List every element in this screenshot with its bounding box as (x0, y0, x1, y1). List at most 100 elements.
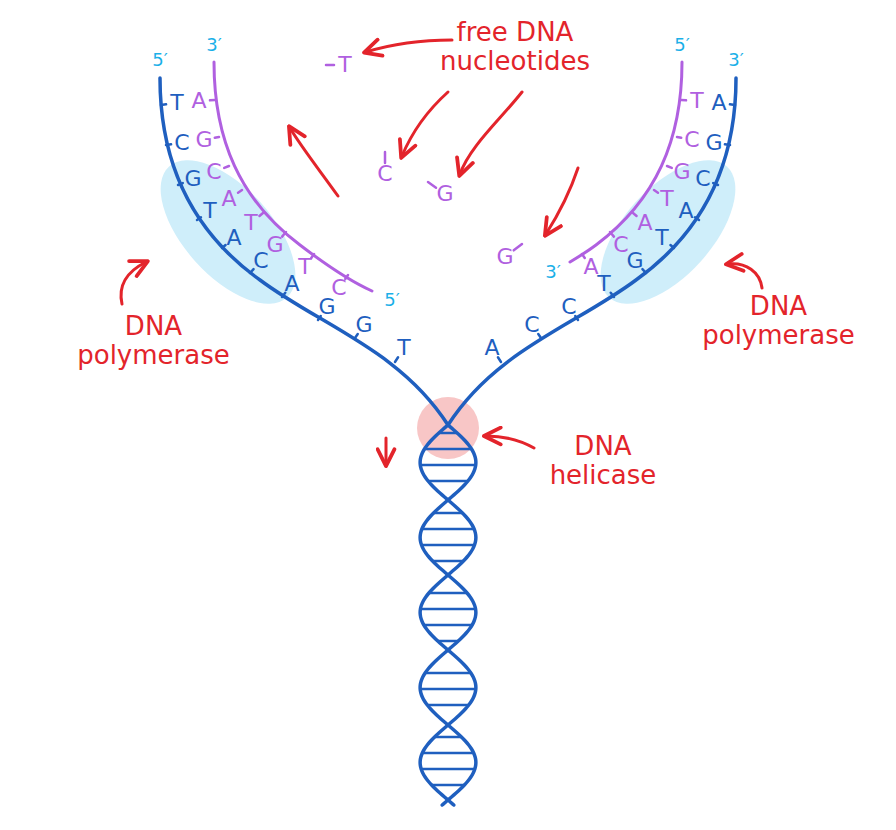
helix-rung (432, 784, 465, 787)
dna-helicase-blob (417, 397, 479, 459)
base-letter: C (524, 314, 539, 336)
base-letter: A (711, 92, 726, 114)
template-strand (448, 78, 736, 425)
base-letter: C (561, 296, 576, 318)
base-letter: G (355, 314, 372, 336)
helix-rung (420, 688, 476, 691)
base-letter: G (496, 246, 513, 268)
backbone-tick (210, 99, 215, 102)
base-letter: T (298, 256, 311, 278)
helix-strand (420, 425, 476, 805)
base-letter: C (684, 129, 699, 151)
backbone-tick (667, 166, 672, 168)
strand-end-label: 5′ (384, 291, 400, 309)
helix-rung (425, 672, 471, 675)
base-letter: C (174, 132, 189, 154)
backbone-tick (654, 190, 658, 193)
new-strand (570, 62, 682, 262)
backbone-tick (725, 143, 730, 146)
backbone-tick (633, 213, 637, 216)
backbone-tick (611, 293, 614, 297)
strand-end-label: 3′ (206, 36, 222, 54)
new-strand (214, 62, 372, 291)
backbone-tick (514, 244, 522, 250)
base-letter: A (637, 212, 652, 234)
base-letter: G (705, 132, 722, 154)
backbone-tick (677, 136, 681, 139)
helix-rung (429, 592, 467, 595)
base-letter: G (318, 296, 335, 318)
base-letter: T (244, 212, 257, 234)
helix-rung (433, 512, 462, 515)
base-letter: T (338, 54, 351, 76)
callout-arrow (402, 92, 448, 156)
backbone-tick (670, 245, 674, 248)
strand-end-label: 5′ (152, 51, 168, 69)
direction-arrow (290, 128, 338, 196)
base-letter: C (253, 250, 268, 272)
backbone-tick (326, 64, 334, 67)
base-letter: A (678, 200, 693, 222)
helix-strand (420, 425, 476, 805)
helix-rung (420, 608, 475, 611)
base-letter: T (655, 227, 668, 249)
helix-rung (433, 560, 464, 563)
base-letter: A (583, 256, 598, 278)
callout-arrow (121, 262, 146, 304)
backbone-tick (695, 217, 699, 220)
base-letter: G (195, 129, 212, 151)
base-letter: A (221, 188, 236, 210)
base-letter: T (660, 188, 673, 210)
base-letter: C (206, 161, 221, 183)
backbone-tick (222, 245, 226, 248)
backbone-tick (166, 143, 171, 146)
backbone-tick (259, 213, 263, 216)
base-letter: A (191, 90, 206, 112)
base-letter: G (673, 161, 690, 183)
helix-rung (422, 752, 474, 755)
strand-end-label: 5′ (674, 36, 690, 54)
helix-rung (427, 704, 469, 707)
base-letter: T (397, 337, 410, 359)
base-letter: G (436, 183, 453, 205)
helix-rung (421, 768, 475, 771)
base-letter: G (266, 234, 283, 256)
backbone-tick (224, 166, 229, 168)
helix-rung (424, 624, 472, 627)
base-letter: A (484, 337, 499, 359)
direction-arrow (546, 168, 578, 234)
base-letter: C (377, 163, 392, 185)
callout-arrow (366, 40, 452, 52)
callout-arrow (460, 92, 522, 174)
backbone-tick (428, 182, 436, 188)
backbone-tick (178, 183, 183, 185)
base-letter: A (226, 227, 241, 249)
template-strand (160, 78, 448, 425)
callout-label: DNA polymerase (75, 312, 232, 369)
base-letter: G (626, 250, 643, 272)
backbone-tick (730, 103, 735, 106)
backbone-tick (215, 136, 219, 139)
base-letter: C (613, 234, 628, 256)
dna-polymerase-blob (576, 137, 759, 327)
backbone-tick (610, 232, 614, 237)
base-letter: T (170, 92, 183, 114)
backbone-tick (161, 103, 166, 106)
base-letter: T (690, 90, 703, 112)
backbone-tick (713, 183, 718, 185)
backbone-tick (250, 269, 254, 273)
backbone-tick (197, 217, 201, 220)
backbone-tick (238, 190, 242, 193)
base-letter: T (203, 200, 216, 222)
helix-rung (428, 480, 468, 483)
helix-rung (422, 528, 474, 531)
callout-arrow (486, 436, 534, 448)
base-letter: G (184, 168, 201, 190)
helix-rung (421, 544, 474, 547)
backbone-tick (681, 99, 686, 102)
helix-rung (435, 736, 462, 739)
helix-rung (420, 464, 476, 467)
callout-label: DNA helicase (528, 432, 678, 489)
base-letter: C (695, 168, 710, 190)
